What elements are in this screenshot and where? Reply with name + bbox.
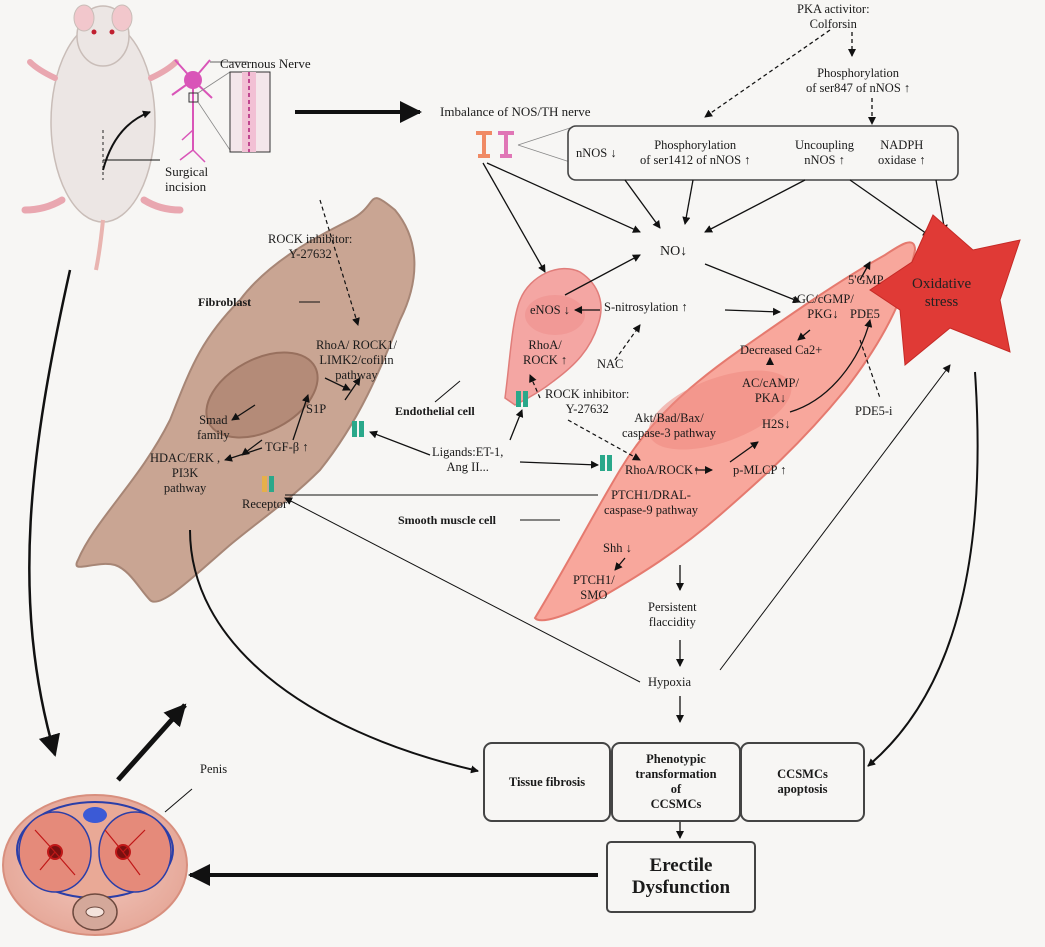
ccsmc-apoptosis-label: CCSMCs apoptosis xyxy=(777,767,828,796)
rhoa-rock1-pathway-label: RhoA/ ROCK1/ LIMK2/cofilin pathway xyxy=(316,338,397,382)
hdac-erk-pi3k-label: HDAC/ERK , PI3K pathway xyxy=(150,451,221,495)
cavernous-nerve-illustration xyxy=(171,59,271,163)
h2s-label: H2S↓ xyxy=(762,417,791,431)
phenotypic-transformation-label: Phenotypic transformation of CCSMCs xyxy=(635,752,717,811)
p-mlcp-label: p-MLCP ↑ xyxy=(733,463,787,477)
fibroblast-label: Fibroblast xyxy=(198,295,252,309)
nerve-terminal-icons xyxy=(476,127,571,163)
phosphorylation-847-label: Phosphorylation of ser847 of nNOS ↑ xyxy=(806,66,911,95)
hypoxia-label: Hypoxia xyxy=(648,675,692,689)
five-gmp-label: 5'GMP xyxy=(848,273,884,287)
sgc-cgmp-pkg-label: sGC/cGMP/ PKG↓ xyxy=(792,292,854,321)
persistent-flaccidity-label: Persistent flaccidity xyxy=(648,600,697,629)
smooth-muscle-cell-label: Smooth muscle cell xyxy=(398,513,496,527)
phosphorylation-1412-label: Phosphorylation of ser1412 of nNOS ↑ xyxy=(640,138,751,167)
ligands-label: Ligands:ET-1, Ang II... xyxy=(432,445,504,474)
pde5-inhibitor-label: PDE5-i xyxy=(855,404,893,418)
oxidative-stress-star xyxy=(869,214,1021,366)
surgical-incision-label: Surgical incision xyxy=(165,164,209,194)
ac-camp-pka-label: AC/cAMP/ PKA↓ xyxy=(742,376,799,405)
rock-inhibitor-fibroblast-label: ROCK inhibitor: Y-27632 xyxy=(268,232,353,261)
no-label: NO↓ xyxy=(660,244,688,259)
erectile-dysfunction-box: Erectile Dysfunction xyxy=(607,842,755,912)
nnos-down-label: nNOS ↓ xyxy=(576,146,617,160)
shh-label: Shh ↓ xyxy=(603,541,632,555)
smad-family-label: Smad family xyxy=(197,413,230,442)
oxidative-stress-label: Oxidative stress xyxy=(912,276,972,310)
tgf-beta-label: TGF-β ↑ xyxy=(265,440,309,454)
cavernous-nerve-label: Cavernous Nerve xyxy=(220,56,311,71)
endothelial-shape xyxy=(504,267,602,406)
rock-inhibitor-smooth-muscle-label: ROCK inhibitor: Y-27632 xyxy=(545,387,630,416)
nos-box xyxy=(567,125,959,181)
imbalance-label: Imbalance of NOS/TH nerve xyxy=(440,104,591,119)
penis-label: Penis xyxy=(200,762,228,776)
erectile-dysfunction-label: Erectile Dysfunction xyxy=(631,855,731,898)
ptch1-smo-label: PTCH1/ SMO xyxy=(573,573,615,602)
ccsmc-apoptosis-box: CCSMCs apoptosis xyxy=(741,743,864,821)
ptch1-dral-caspase9-label: PTCH1/DRAL- caspase-9 pathway xyxy=(604,488,699,517)
phenotypic-transformation-box: Phenotypic transformation of CCSMCs xyxy=(612,743,740,821)
rhoa-rock-smooth-muscle-label: RhoA/ROCK↑ xyxy=(625,463,700,477)
endothelial-cell-label: Endothelial cell xyxy=(395,404,475,418)
pde5-label: PDE5 xyxy=(850,307,880,321)
mouse-illustration xyxy=(21,4,184,271)
receptor-icons xyxy=(262,391,612,492)
pka-activator-label: PKA activitor: Colforsin xyxy=(797,2,870,31)
s1p-label: S1P xyxy=(306,402,327,416)
decreased-calcium-label: Decreased Ca2+ xyxy=(740,343,823,357)
tissue-fibrosis-label: Tissue fibrosis xyxy=(508,774,586,789)
enos-label: eNOS ↓ xyxy=(530,303,570,317)
rhoa-rock-endothelial-label: RhoA/ ROCK ↑ xyxy=(523,338,568,367)
nadph-oxidase-label: NADPH oxidase ↑ xyxy=(878,138,926,167)
receptor-label: Receptor xyxy=(242,497,288,511)
nac-label: NAC xyxy=(597,357,624,371)
uncoupling-nnos-label: Uncoupling nNOS ↑ xyxy=(795,138,855,167)
s-nitrosylation-label: S-nitrosylation ↑ xyxy=(604,300,688,314)
tissue-fibrosis-box: Tissue fibrosis xyxy=(484,743,610,821)
penis-cross-section xyxy=(2,794,188,936)
akt-bad-bax-caspase3-label: Akt/Bad/Bax/ caspase-3 pathway xyxy=(622,411,717,440)
